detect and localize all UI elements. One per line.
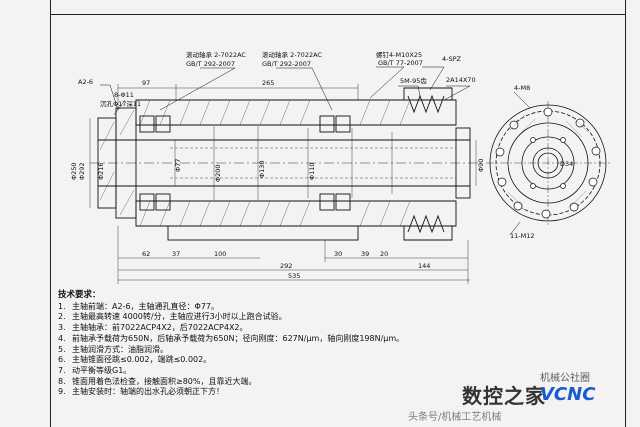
note-8: 8.锥面用着色法检查，接触面积≥80%，且靠近大端。 — [58, 376, 257, 386]
label-bolt: 8-Φ11 — [114, 91, 134, 99]
label-nut: 5M-95齿 — [400, 77, 427, 85]
note-5: 5.主轴润滑方式：油脂润滑。 — [58, 344, 168, 354]
dim-292: 292 — [280, 262, 292, 270]
dim-535: 535 — [288, 272, 300, 280]
dim-37: 37 — [172, 250, 180, 258]
label-d34: D34 — [560, 160, 573, 168]
top-dim-lines — [117, 84, 359, 110]
note-7: 7.动平衡等级G1。 — [58, 365, 132, 375]
label-bearing-front-1: 滚动轴承 2-7022AC — [186, 50, 246, 59]
note-6: 6.主轴锥面径跳≤0.002，端跳≤0.002。 — [58, 355, 212, 365]
bottom-dim-lines — [117, 226, 470, 284]
leader-lines — [100, 66, 471, 116]
technical-notes: 技术要求： 1.主轴前端：A2-6，主轴通孔直径：Φ77。 2.主轴最高转速 4… — [58, 290, 578, 398]
note-3: 3.主轴轴承：前7022ACP4X2，后7022ACP4X2。 — [58, 323, 248, 333]
dim-30: 30 — [334, 250, 342, 258]
frame-left — [50, 0, 51, 427]
section-hatching — [99, 99, 411, 227]
note-9: 9.主轴安装时：轴端的出水孔必须朝正下方！ — [58, 387, 224, 397]
frame-right — [625, 0, 626, 427]
dim-phi292: Φ292 — [78, 162, 86, 180]
dim-phi130: Φ130 — [258, 160, 266, 178]
note-2: 2.主轴最高转速 4000转/分，主轴应进行3小时以上跑合试验。 — [58, 312, 287, 322]
bore-hidden-lines — [170, 147, 456, 179]
note-1: 1.主轴前端：A2-6，主轴通孔直径：Φ77。 — [58, 301, 220, 311]
label-bearing-front-2: 滚动轴承 2-7022AC — [262, 50, 322, 59]
dim-39: 39 — [361, 250, 369, 258]
watermark-source: 头条号/机械工艺机械 — [408, 412, 502, 423]
dim-97: 97 — [142, 79, 150, 87]
end-view — [486, 101, 610, 225]
dim-144: 144 — [418, 262, 430, 270]
dim-phi90: Φ90 — [477, 159, 485, 172]
dim-phi216: Φ216 — [97, 162, 105, 180]
label-m8: 4-M8 — [514, 84, 530, 92]
dim-phi200: Φ200 — [214, 164, 222, 182]
label-screw-std: GB/T 77-2007 — [378, 59, 423, 67]
frame-top — [50, 14, 625, 15]
end-view-hatch — [507, 114, 589, 208]
watermark-account: 机械公社圈 — [540, 373, 590, 384]
label-spz: 4-SPZ — [442, 55, 462, 63]
dim-phi250: Φ250 — [70, 162, 78, 180]
notes-title: 技术要求： — [58, 290, 101, 300]
dim-265: 265 — [262, 79, 274, 87]
label-screw: 螺钉4-M10X25 — [376, 50, 422, 59]
dim-20: 20 — [380, 250, 388, 258]
watermark-cn: 数控之家 — [462, 384, 546, 408]
label-counterbore: 沉孔Φ17深11 — [100, 99, 141, 108]
dim-phi110: Φ110 — [308, 162, 316, 180]
label-bearing-front-1-std: GB/T 292-2007 — [186, 60, 235, 68]
dim-phi77: Φ77 — [174, 159, 182, 172]
label-bearing-front-2-std: GB/T 292-2007 — [262, 60, 311, 68]
note-4: 4.前轴承予载荷为650N，后轴承予载荷为650N；径向刚度：627N/μm，轴… — [58, 333, 405, 343]
label-m12: 11-M12 — [510, 232, 535, 240]
dim-100: 100 — [214, 250, 226, 258]
watermark-en: VCNC — [540, 384, 596, 405]
label-a2: A2-6 — [78, 78, 93, 86]
label-gear: 2A14X70 — [446, 76, 476, 84]
diameter-dim-lines — [89, 118, 477, 208]
spindle-section — [97, 87, 471, 241]
dim-62: 62 — [142, 250, 150, 258]
